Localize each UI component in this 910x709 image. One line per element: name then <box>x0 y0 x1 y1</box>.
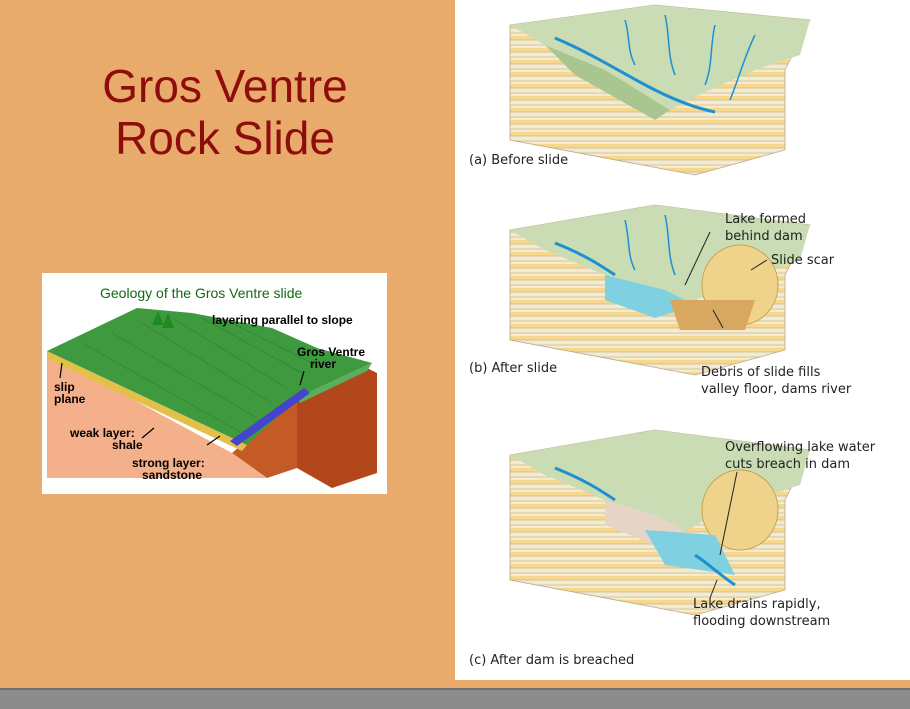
stage-a-block <box>509 4 811 176</box>
stage-c-block <box>509 429 811 616</box>
annotation-behind-dam: behind dam <box>725 229 803 244</box>
slope-hatching <box>81 317 323 434</box>
slip-pointer <box>59 362 63 379</box>
river-pointer <box>299 370 305 386</box>
annotation-flooding: flooding downstream <box>693 614 831 629</box>
annotation-drains: Lake drains rapidly, <box>693 597 821 612</box>
stages-illustration <box>509 4 811 616</box>
river-channel <box>230 388 310 446</box>
annotation-lake-formed: Lake formed <box>725 212 806 227</box>
layering-label: layering parallel to slope <box>212 313 353 327</box>
title-line-1: Gros Ventre <box>102 60 348 112</box>
bottom-bar <box>0 688 910 709</box>
cliff-face <box>297 368 377 488</box>
tree <box>162 313 174 328</box>
tree <box>152 311 164 325</box>
annotation-dams-river: valley floor, dams river <box>701 382 852 397</box>
stage-b-block <box>509 204 811 376</box>
caption-a: (a) Before slide <box>469 153 569 168</box>
annotation-cuts-breach: cuts breach in dam <box>725 457 851 472</box>
slip-label-1: slip <box>54 380 75 394</box>
stages-panel: (a) Before slide Lake formed behind dam … <box>455 0 910 680</box>
river-label-1: Gros Ventre <box>297 345 366 359</box>
geology-diagram: Geology of the Gros Ventre slide layerin… <box>42 273 387 494</box>
weak-layer <box>47 351 247 451</box>
river-label-2: river <box>310 357 337 371</box>
annotation-overflowing: Overflowing lake water <box>725 440 876 455</box>
weak-label-1: weak layer: <box>70 426 135 440</box>
caption-c: (c) After dam is breached <box>469 653 635 668</box>
annotation-debris: Debris of slide fills <box>701 365 821 380</box>
slip-label-2: plane <box>54 392 86 406</box>
strong-pointer <box>206 435 221 446</box>
strong-label-2: sandstone <box>142 468 203 482</box>
slope-edge <box>297 363 372 403</box>
slide-title: Gros Ventre Rock Slide <box>30 60 420 164</box>
geology-title: Geology of the Gros Ventre slide <box>100 285 303 301</box>
caption-b: (b) After slide <box>469 361 558 376</box>
weak-pointer <box>141 427 155 439</box>
geology-illustration <box>47 308 377 488</box>
annotation-slide-scar: Slide scar <box>771 253 835 268</box>
title-line-2: Rock Slide <box>115 112 335 164</box>
cliff-side <box>232 398 297 478</box>
strong-label-1: strong layer: <box>132 456 205 470</box>
weak-label-2: shale <box>112 438 143 452</box>
